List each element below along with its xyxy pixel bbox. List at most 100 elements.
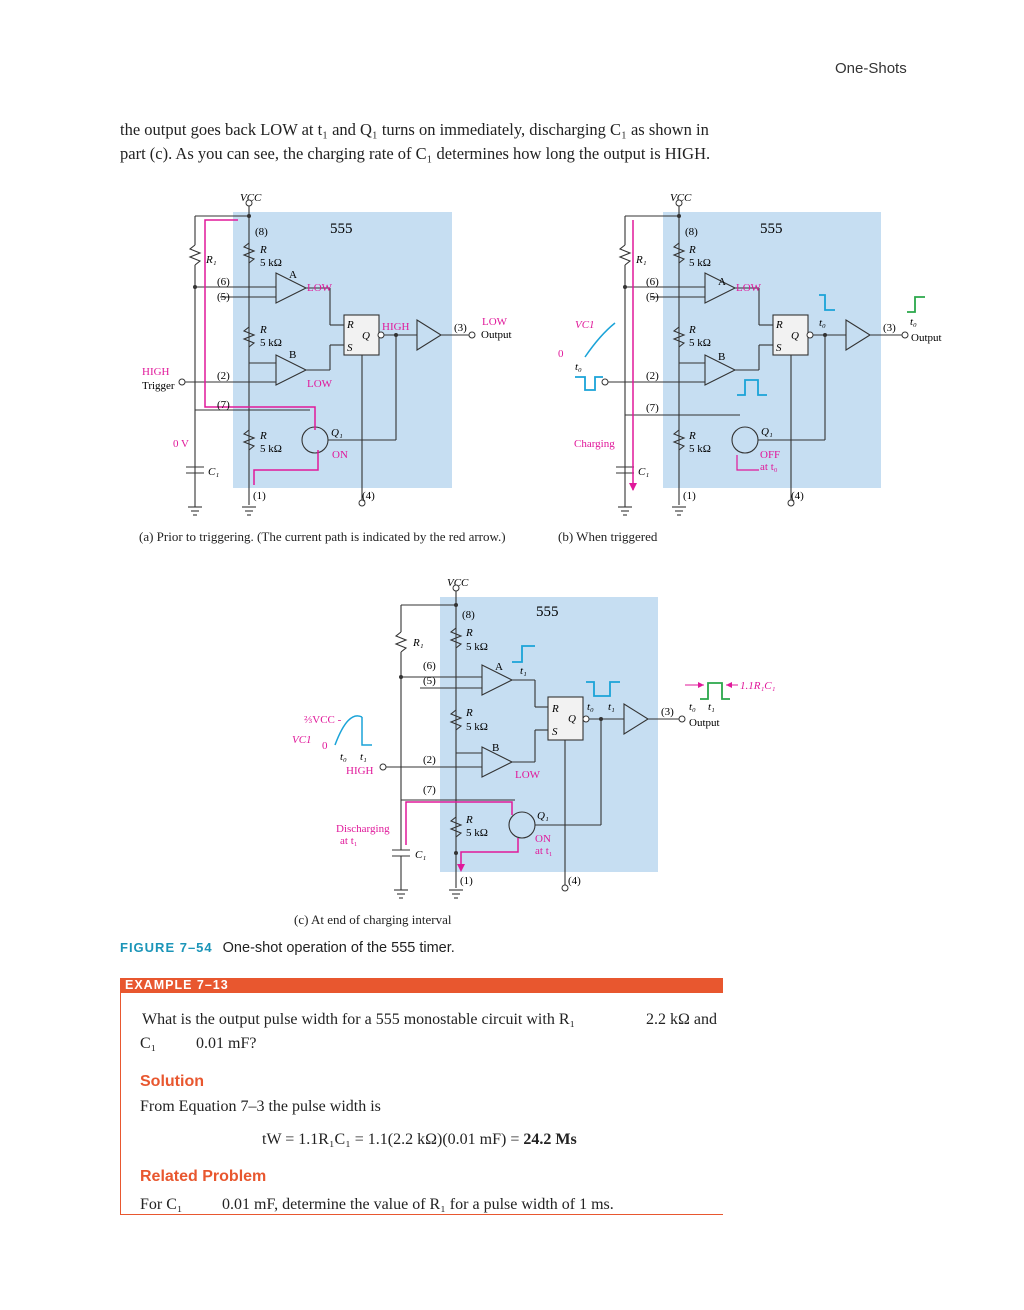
svg-text:t₀: t₀ (910, 316, 917, 328)
svg-text:R: R (465, 627, 473, 639)
svg-text:(6): (6) (423, 660, 436, 672)
example-header: EXAMPLE 7–13 (120, 978, 723, 993)
svg-text:Output: Output (689, 717, 720, 729)
vcc-label-a: VCC (240, 192, 262, 204)
svg-text:S: S (552, 726, 558, 738)
figure-title: One-shot operation of the 555 timer. (222, 940, 455, 956)
svg-text:R: R (259, 430, 267, 442)
svg-text:at t₁: at t₁ (340, 835, 358, 847)
svg-text:R: R (688, 430, 696, 442)
circuit-a: 555 VCC (142, 192, 512, 516)
svg-text:R: R (346, 319, 354, 331)
svg-text:LOW: LOW (307, 378, 333, 390)
chip-label-a: 555 (330, 221, 353, 237)
svg-text:(8): (8) (462, 609, 475, 621)
svg-text:VCC: VCC (447, 577, 469, 589)
svg-text:(3): (3) (661, 706, 674, 718)
svg-text:(4): (4) (362, 490, 375, 502)
svg-text:(2): (2) (423, 754, 436, 766)
svg-text:(4): (4) (791, 490, 804, 502)
svg-text:R: R (465, 814, 473, 826)
caption-c: (c) At end of charging interval (294, 912, 452, 927)
svg-text:0: 0 (558, 348, 564, 360)
svg-text:VC1: VC1 (292, 734, 312, 746)
svg-text:⅔VCC -: ⅔VCC - (304, 714, 342, 726)
equation-result: 24.2 Ms (523, 1131, 577, 1148)
svg-text:(5): (5) (423, 675, 436, 687)
svg-text:(1): (1) (253, 490, 266, 502)
svg-text:OFF: OFF (760, 449, 780, 461)
related-problem-heading: Related Problem (140, 1168, 267, 1185)
svg-text:R: R (688, 324, 696, 336)
svg-text:R: R (259, 244, 267, 256)
svg-text:5 kΩ: 5 kΩ (260, 257, 282, 269)
svg-text:5 kΩ: 5 kΩ (689, 443, 711, 455)
related-text-a: For C₁ (140, 1196, 183, 1213)
svg-text:(8): (8) (685, 226, 698, 238)
svg-text:B: B (718, 351, 725, 363)
svg-text:(4): (4) (568, 875, 581, 887)
svg-text:(6): (6) (646, 276, 659, 288)
svg-text:0 V: 0 V (173, 438, 189, 450)
svg-text:5 kΩ: 5 kΩ (260, 443, 282, 455)
svg-text:B: B (492, 742, 499, 754)
svg-text:R: R (465, 707, 473, 719)
svg-text:5 kΩ: 5 kΩ (466, 641, 488, 653)
svg-text:(1): (1) (460, 875, 473, 887)
circuit-c: 555 VCC (292, 577, 776, 899)
svg-text:HIGH: HIGH (346, 765, 374, 777)
svg-text:R₁: R₁ (412, 637, 424, 649)
intro-line-2: part (c). As you can see, the charging r… (120, 144, 711, 163)
svg-text:LOW: LOW (736, 282, 762, 294)
caption-a: (a) Prior to triggering. (The current pa… (139, 529, 506, 544)
svg-text:(2): (2) (646, 370, 659, 382)
question-line-1b: 2.2 kΩ and (646, 1011, 717, 1028)
svg-text:Discharging: Discharging (336, 823, 390, 835)
equation: tW = 1.1R₁C₁ = 1.1(2.2 kΩ)(0.01 mF) = 24… (262, 1131, 577, 1149)
svg-text:ON: ON (332, 449, 348, 461)
svg-text:R₁: R₁ (635, 254, 647, 266)
svg-text:at t₁: at t₁ (535, 845, 553, 857)
svg-text:R: R (259, 324, 267, 336)
svg-text:HIGH: HIGH (142, 366, 170, 378)
svg-text:LOW: LOW (307, 282, 333, 294)
question-line-2a: C₁ (140, 1035, 157, 1052)
svg-text:Q: Q (568, 713, 576, 725)
svg-text:5 kΩ: 5 kΩ (466, 827, 488, 839)
svg-text:5 kΩ: 5 kΩ (689, 337, 711, 349)
svg-text:HIGH: HIGH (382, 321, 410, 333)
svg-text:Output: Output (911, 332, 942, 344)
svg-text:(3): (3) (883, 322, 896, 334)
svg-text:(3): (3) (454, 322, 467, 334)
svg-text:Trigger: Trigger (142, 380, 175, 392)
svg-text:Output: Output (481, 329, 512, 341)
svg-text:t₀: t₀ (587, 701, 594, 713)
svg-text:t₀: t₀ (689, 701, 696, 713)
svg-text:(5): (5) (217, 291, 230, 303)
svg-text:(7): (7) (217, 399, 230, 411)
svg-text:t₀: t₀ (340, 751, 347, 763)
svg-text:0: 0 (322, 740, 328, 752)
intro-paragraph: the output goes back LOW at t₁ and Q₁ tu… (120, 118, 740, 166)
running-header: One-Shots (835, 60, 907, 77)
svg-text:(6): (6) (217, 276, 230, 288)
svg-text:(5): (5) (646, 291, 659, 303)
svg-text:LOW: LOW (482, 316, 508, 328)
svg-text:t₀: t₀ (819, 317, 826, 329)
figure-caption: FIGURE 7–54 One-shot operation of the 555… (120, 939, 480, 957)
svg-text:5 kΩ: 5 kΩ (689, 257, 711, 269)
svg-text:C₁: C₁ (208, 466, 219, 478)
svg-text:t₁: t₁ (608, 701, 615, 713)
svg-text:(8): (8) (255, 226, 268, 238)
svg-text:S: S (347, 342, 353, 354)
svg-text:C₁: C₁ (638, 466, 649, 478)
caption-b: (b) When triggered (558, 529, 658, 544)
svg-text:R₁: R₁ (205, 254, 217, 266)
question-line-1a: What is the output pulse width for a 555… (142, 1011, 576, 1028)
svg-text:S: S (776, 342, 782, 354)
svg-text:(7): (7) (646, 402, 659, 414)
svg-text:C₁: C₁ (415, 849, 426, 861)
figure-number: FIGURE 7–54 (120, 940, 213, 955)
svg-text:555: 555 (760, 221, 783, 237)
svg-text:at t₀: at t₀ (760, 461, 778, 473)
